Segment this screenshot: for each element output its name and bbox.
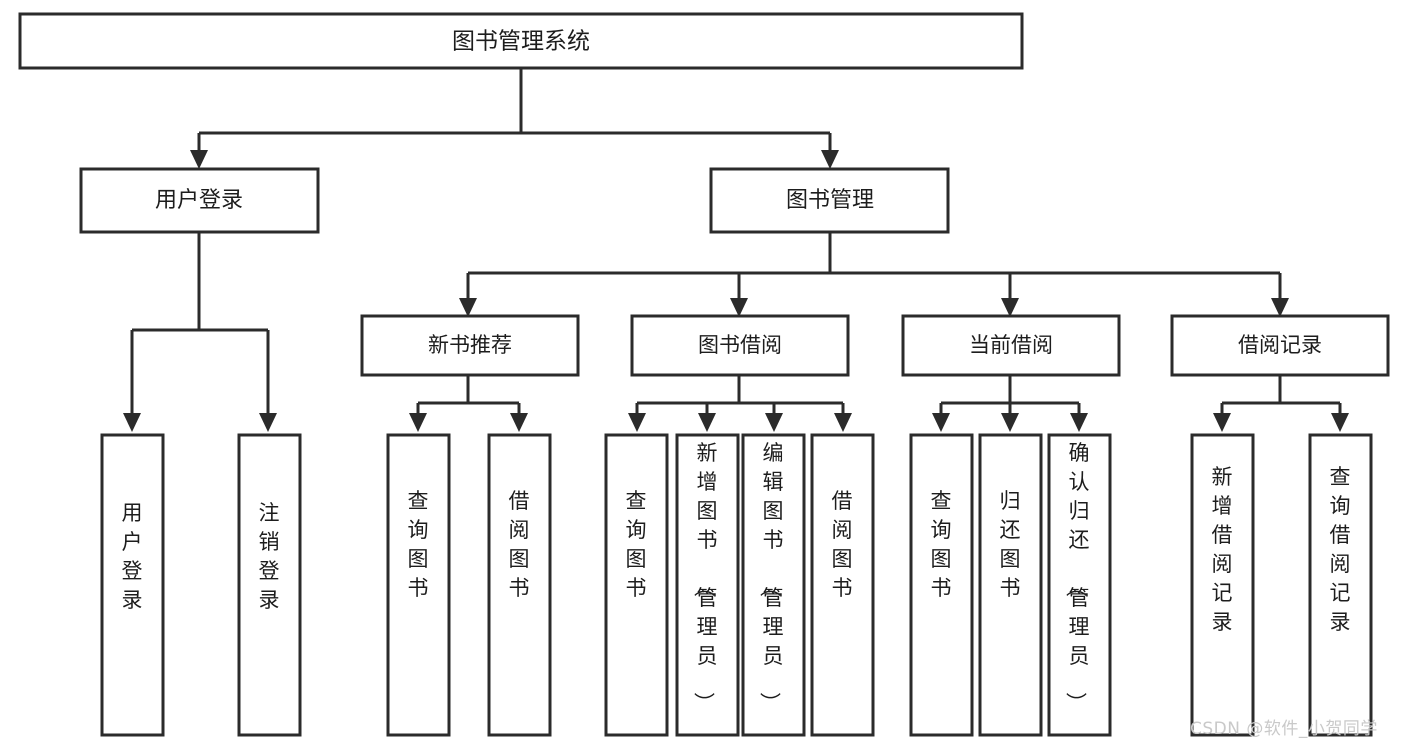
node-user-login-box[interactable] bbox=[79, 167, 320, 234]
leaf-borrow-record-1-box[interactable] bbox=[1308, 433, 1373, 737]
leaf-book-borrow-0-box[interactable] bbox=[604, 433, 669, 737]
arrow-root-to-user-login bbox=[190, 150, 208, 169]
leaf-borrow-record-1-label: 查询借阅记录 bbox=[1330, 465, 1351, 634]
leaf-node[interactable]: 借阅图书 bbox=[810, 433, 875, 737]
arrow-bb-leaf-0 bbox=[628, 413, 646, 432]
leaf-book-borrow-0-label: 查询图书 bbox=[626, 489, 647, 600]
arrow-root-to-book-mgmt bbox=[821, 150, 839, 169]
leaf-node[interactable]: 查询图书 bbox=[909, 433, 974, 737]
leaf-book-borrow-3-label: 借阅图书 bbox=[832, 489, 853, 600]
arrow-bb-leaf-3 bbox=[834, 413, 852, 432]
leaf-book-borrow-2-box[interactable] bbox=[741, 433, 806, 737]
leaf-current-borrow-2-box[interactable] bbox=[1047, 433, 1112, 737]
arrow-cb-leaf-2 bbox=[1070, 413, 1088, 432]
csdn-watermark: CSDN @软件_小贺同学 bbox=[1190, 719, 1378, 739]
node-user-login-label: 用户登录 bbox=[155, 188, 243, 213]
leaf-book-borrow-1-label: 新增图书（管理员） bbox=[692, 441, 718, 713]
arrow-bb-leaf-2 bbox=[765, 413, 783, 432]
edge-group-book-borrow bbox=[628, 375, 852, 432]
leaf-user-login-0-label: 用户登录 bbox=[122, 501, 143, 612]
leaf-user-login-0-box[interactable] bbox=[100, 433, 165, 737]
node-user-login[interactable]: 用户登录 bbox=[79, 167, 320, 234]
leaf-user-login-1-label: 注销登录 bbox=[259, 501, 280, 612]
node-current-borrow-label: 当前借阅 bbox=[969, 333, 1053, 357]
leaf-current-borrow-1-box[interactable] bbox=[978, 433, 1043, 737]
node-new-book-recommend-box[interactable] bbox=[360, 314, 580, 377]
node-current-borrow-box[interactable] bbox=[901, 314, 1121, 377]
leaf-new-book-0-label: 查询图书 bbox=[408, 489, 429, 600]
arrow-bm-to-l2-0 bbox=[459, 298, 477, 317]
edge-group-current-borrow bbox=[932, 375, 1088, 432]
arrow-bm-to-l2-2 bbox=[1001, 298, 1019, 317]
leaf-node[interactable]: 借阅图书 bbox=[487, 433, 552, 737]
node-current-borrow[interactable]: 当前借阅 bbox=[901, 314, 1121, 377]
node-book-management-label: 图书管理 bbox=[786, 188, 874, 213]
leaf-new-book-0-box[interactable] bbox=[386, 433, 451, 737]
arrow-br-leaf-1 bbox=[1331, 413, 1349, 432]
leaf-node[interactable]: 确认归还（管理员） bbox=[1047, 433, 1112, 737]
arrow-cb-leaf-1 bbox=[1001, 413, 1019, 432]
leaf-current-borrow-1-label: 归还图书 bbox=[1000, 489, 1021, 600]
node-book-management-box[interactable] bbox=[709, 167, 950, 234]
arrow-br-leaf-0 bbox=[1213, 413, 1231, 432]
leaf-borrow-record-0-label: 新增借阅记录 bbox=[1212, 465, 1233, 634]
edge-group-user-login bbox=[123, 232, 277, 432]
edge-group-new-book bbox=[409, 375, 528, 432]
edge-group-book-mgmt bbox=[459, 232, 1289, 317]
leaf-node[interactable]: 新增借阅记录 bbox=[1190, 433, 1255, 737]
node-root-box[interactable] bbox=[18, 12, 1024, 70]
arrow-cb-leaf-0 bbox=[932, 413, 950, 432]
arrow-ul-leaf-0 bbox=[123, 413, 141, 432]
node-borrow-record-label: 借阅记录 bbox=[1238, 333, 1322, 357]
arrow-nb-leaf-0 bbox=[409, 413, 427, 432]
edge-group-borrow-record bbox=[1213, 375, 1349, 432]
node-borrow-record[interactable]: 借阅记录 bbox=[1170, 314, 1390, 377]
node-book-borrow[interactable]: 图书借阅 bbox=[630, 314, 850, 377]
leaf-node[interactable]: 新增图书（管理员） bbox=[675, 433, 740, 737]
leaf-node[interactable]: 查询图书 bbox=[604, 433, 669, 737]
leaf-node[interactable]: 查询借阅记录 bbox=[1308, 433, 1373, 737]
leaf-new-book-1-box[interactable] bbox=[487, 433, 552, 737]
leaf-book-borrow-2-label: 编辑图书（管理员） bbox=[758, 441, 784, 713]
arrow-bm-to-l2-1 bbox=[730, 298, 748, 317]
leaf-borrow-record-0-box[interactable] bbox=[1190, 433, 1255, 737]
arrow-bm-to-l2-3 bbox=[1271, 298, 1289, 317]
edge-group-root bbox=[190, 68, 839, 169]
leaf-book-borrow-3-box[interactable] bbox=[810, 433, 875, 737]
node-borrow-record-box[interactable] bbox=[1170, 314, 1390, 377]
leaf-node[interactable]: 用户登录 bbox=[100, 433, 165, 737]
leaf-user-login-1-box[interactable] bbox=[237, 433, 302, 737]
node-book-borrow-box[interactable] bbox=[630, 314, 850, 377]
leaf-node[interactable]: 查询图书 bbox=[386, 433, 451, 737]
arrow-ul-leaf-1 bbox=[259, 413, 277, 432]
node-book-borrow-label: 图书借阅 bbox=[698, 333, 782, 357]
leaf-node[interactable]: 注销登录 bbox=[237, 433, 302, 737]
arrow-bb-leaf-1 bbox=[698, 413, 716, 432]
node-root-label: 图书管理系统 bbox=[452, 29, 590, 55]
leaf-current-borrow-0-label: 查询图书 bbox=[931, 489, 952, 600]
leaf-node[interactable]: 归还图书 bbox=[978, 433, 1043, 737]
node-root[interactable]: 图书管理系统 bbox=[18, 12, 1024, 70]
leaf-new-book-1-label: 借阅图书 bbox=[509, 489, 530, 600]
leaf-current-borrow-2-label: 确认归还（管理员） bbox=[1064, 441, 1090, 713]
node-new-book-recommend[interactable]: 新书推荐 bbox=[360, 314, 580, 377]
leaf-current-borrow-0-box[interactable] bbox=[909, 433, 974, 737]
leaf-node[interactable]: 编辑图书（管理员） bbox=[741, 433, 806, 737]
arrow-nb-leaf-1 bbox=[510, 413, 528, 432]
node-book-management[interactable]: 图书管理 bbox=[709, 167, 950, 234]
leaf-book-borrow-1-box[interactable] bbox=[675, 433, 740, 737]
node-new-book-recommend-label: 新书推荐 bbox=[428, 333, 512, 357]
